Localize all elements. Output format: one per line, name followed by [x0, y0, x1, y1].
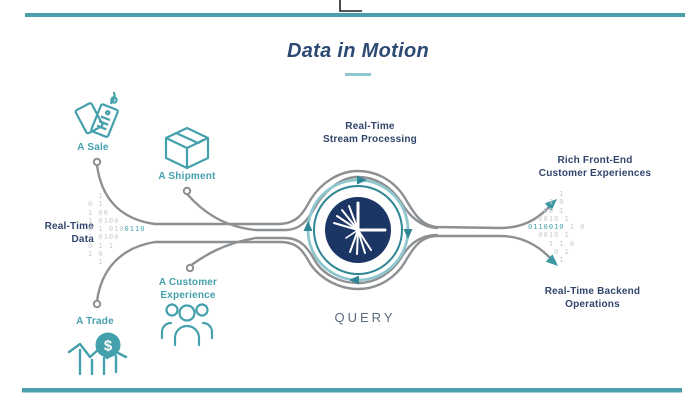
confluent-logo-icon: [325, 197, 391, 263]
package-box-icon: [164, 126, 210, 170]
arrow-down-right-icon: [545, 254, 558, 266]
crop-mark: [339, 0, 362, 12]
price-tag-icon: [74, 91, 119, 138]
dollar-badge: [95, 332, 121, 358]
sale-dot: [92, 157, 102, 167]
ring-arrow-left-icon: [303, 221, 313, 231]
trade-chart-icon: $: [67, 332, 128, 376]
arrow-up-right-icon: [544, 199, 557, 211]
inner-ring: [313, 185, 403, 275]
label-customer-experience: A Customer Experience: [158, 277, 218, 301]
shipment-dot: [182, 186, 192, 196]
ring-arrow-bottom-icon: [349, 275, 359, 285]
label-a-trade: A Trade: [76, 316, 114, 327]
flow-dots: [92, 157, 195, 309]
output-arrowheads: [544, 199, 558, 266]
top-bar: [25, 13, 685, 17]
label-query: QUERY: [334, 310, 396, 325]
ring-arrow-right-icon: [403, 229, 413, 239]
label-frontend-experiences: Rich Front-End Customer Experiences: [538, 155, 652, 179]
ring-rotation-arrows: [303, 175, 413, 285]
page-title: Data in Motion: [287, 40, 429, 62]
label-a-shipment: A Shipment: [158, 171, 216, 182]
logo-rays: [333, 201, 387, 255]
ring-arrow-top-icon: [357, 175, 367, 185]
label-stream-processing: Real-Time Stream Processing: [323, 121, 417, 145]
dollar-icon: $: [104, 338, 113, 355]
title-underline: [345, 73, 371, 76]
flow-sale-to-frontend: [95, 163, 552, 230]
trade-dot: [92, 299, 102, 309]
bottom-bar: [22, 388, 682, 393]
label-a-sale: A Sale: [77, 142, 109, 153]
customers-icon: [160, 303, 214, 347]
label-backend-operations: Real-Time Backend Operations: [544, 286, 641, 310]
label-realtime-data: Real-Time Data: [44, 221, 94, 245]
customer-dot: [185, 263, 195, 273]
flow-trade-to-backend: [95, 234, 553, 303]
